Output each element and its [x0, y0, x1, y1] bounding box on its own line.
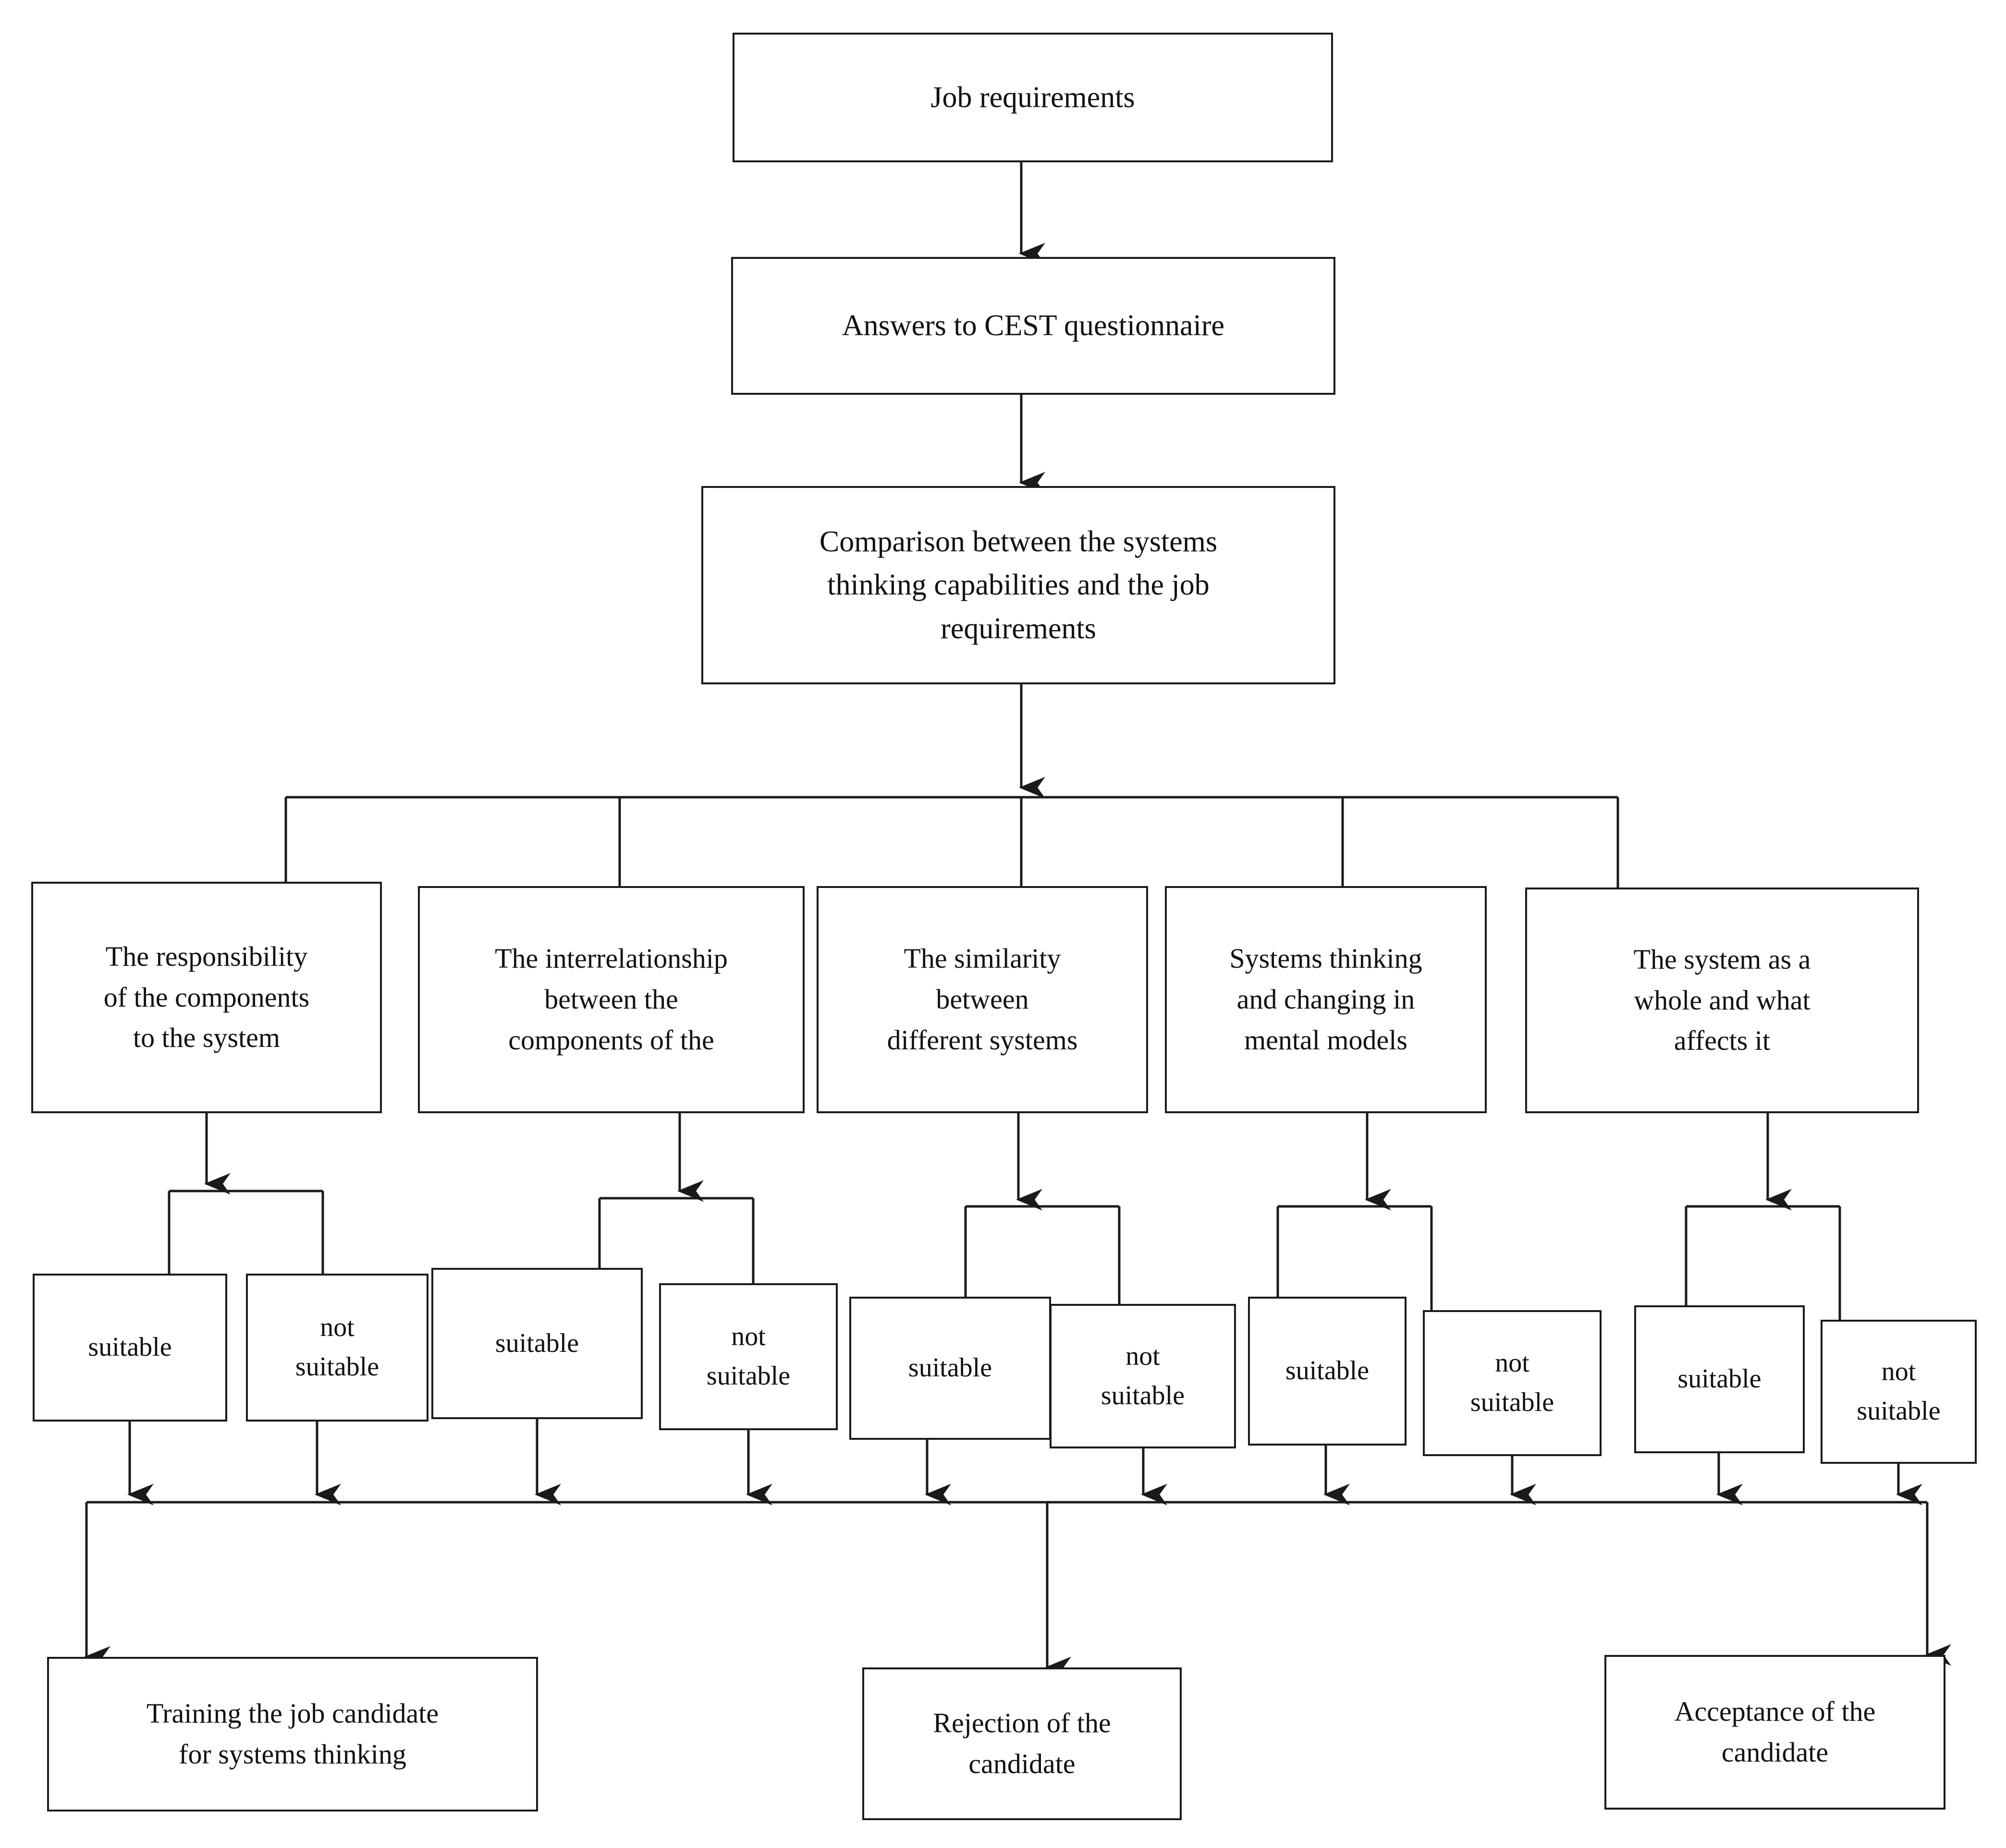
- node-verdict-3-suitable-label: suitable: [908, 1353, 992, 1383]
- node-verdict-4-suitable-label: suitable: [1285, 1356, 1370, 1386]
- node-verdict-3-not-suitable[interactable]: not suitable: [1050, 1304, 1236, 1448]
- node-verdict-2-suitable[interactable]: suitable: [431, 1268, 643, 1419]
- node-outcome-training[interactable]: Training the job candidate for systems t…: [47, 1657, 538, 1812]
- node-capability-interrelationship[interactable]: The interrelationship between the compon…: [418, 886, 805, 1113]
- node-verdict-1-suitable-label: suitable: [88, 1332, 172, 1362]
- node-comparison-label: Comparison between the systems thinking …: [819, 525, 1218, 645]
- node-verdict-3-suitable[interactable]: suitable: [849, 1297, 1051, 1440]
- node-capability-mental-models[interactable]: Systems thinking and changing in mental …: [1165, 886, 1487, 1113]
- node-verdict-2-suitable-label: suitable: [495, 1328, 579, 1358]
- node-verdict-5-not-suitable-label: not suitable: [1857, 1357, 1941, 1426]
- node-verdict-4-suitable[interactable]: suitable: [1248, 1297, 1407, 1446]
- node-job-requirements[interactable]: Job requirements: [733, 33, 1333, 162]
- node-capability-similarity-label: The similarity between different systems: [887, 943, 1078, 1056]
- node-verdict-4-not-suitable[interactable]: not suitable: [1423, 1310, 1602, 1456]
- node-capability-responsibility[interactable]: The responsibility of the components to …: [31, 882, 382, 1113]
- node-outcome-training-label: Training the job candidate for systems t…: [146, 1698, 439, 1770]
- node-job-requirements-label: Job requirements: [930, 81, 1135, 114]
- node-verdict-4-not-suitable-label: not suitable: [1470, 1348, 1554, 1417]
- node-outcome-rejection[interactable]: Rejection of the candidate: [862, 1667, 1182, 1820]
- node-answers-cest-label: Answers to CEST questionnaire: [842, 309, 1225, 342]
- node-verdict-1-not-suitable-label: not suitable: [295, 1313, 379, 1382]
- node-answers-cest[interactable]: Answers to CEST questionnaire: [731, 257, 1335, 395]
- node-capability-similarity[interactable]: The similarity between different systems: [817, 886, 1148, 1113]
- node-verdict-1-suitable[interactable]: suitable: [33, 1274, 227, 1422]
- node-outcome-rejection-label: Rejection of the candidate: [933, 1707, 1111, 1779]
- node-capability-system-whole[interactable]: The system as a whole and what affects i…: [1525, 888, 1919, 1113]
- node-comparison[interactable]: Comparison between the systems thinking …: [701, 486, 1335, 684]
- node-capability-interrelationship-label: The interrelationship between the compon…: [495, 943, 728, 1056]
- node-capability-mental-models-label: Systems thinking and changing in mental …: [1229, 943, 1422, 1056]
- node-verdict-3-not-suitable-label: not suitable: [1101, 1341, 1185, 1410]
- node-verdict-2-not-suitable[interactable]: not suitable: [659, 1283, 838, 1430]
- node-verdict-2-not-suitable-label: not suitable: [706, 1322, 791, 1391]
- node-verdict-5-suitable-label: suitable: [1677, 1364, 1761, 1394]
- node-verdict-5-suitable[interactable]: suitable: [1634, 1305, 1805, 1453]
- node-outcome-acceptance-label: Acceptance of the candidate: [1674, 1696, 1876, 1768]
- node-verdict-5-not-suitable[interactable]: not suitable: [1821, 1320, 1977, 1464]
- node-outcome-acceptance[interactable]: Acceptance of the candidate: [1604, 1655, 1945, 1810]
- node-verdict-1-not-suitable[interactable]: not suitable: [246, 1274, 428, 1422]
- node-capability-responsibility-label: The responsibility of the components to …: [103, 940, 310, 1054]
- node-capability-system-whole-label: The system as a whole and what affects i…: [1633, 943, 1811, 1057]
